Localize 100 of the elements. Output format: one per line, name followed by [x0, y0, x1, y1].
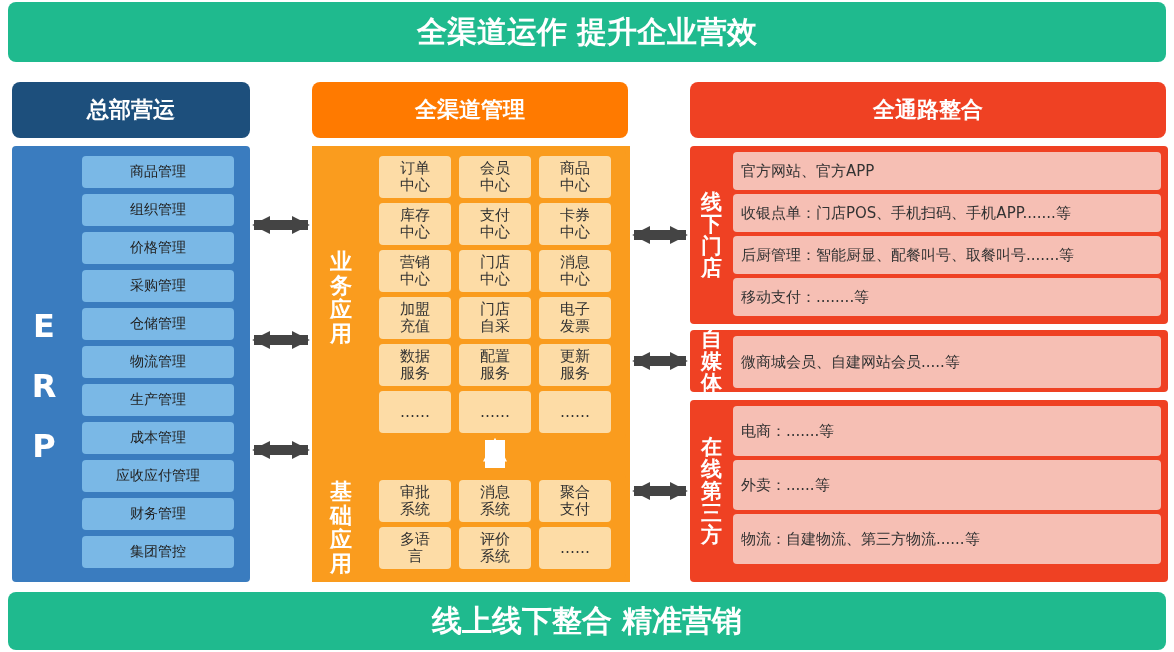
double-arrow [252, 216, 310, 234]
channel-group [690, 400, 1168, 582]
module-label: 移动支付：........等 [740, 286, 871, 308]
module-box [459, 527, 531, 569]
module-box [459, 250, 531, 292]
module-label: …… [559, 401, 591, 423]
module-label: 库存中心 [399, 205, 431, 243]
module-label: 门店自采 [479, 299, 511, 337]
column-panel [12, 146, 250, 582]
module-label: 仓储管理 [129, 314, 187, 333]
module-box [379, 480, 451, 522]
side-label: 自媒体 [699, 330, 723, 392]
module-label: 电子发票 [559, 299, 591, 337]
channel-row [733, 278, 1161, 316]
double-arrow [252, 441, 310, 459]
module-label: 物流：自建物流、第三方物流......等 [740, 528, 981, 550]
channel-row [733, 406, 1161, 456]
module-box [539, 344, 611, 386]
module-box [379, 527, 451, 569]
module-box [379, 297, 451, 339]
module-label: 订单中心 [399, 158, 431, 196]
column-title: 全通路整合 [872, 96, 984, 124]
module-label: 商品管理 [129, 162, 187, 181]
module-box [379, 203, 451, 245]
module-label: 电商：.......等 [740, 420, 836, 442]
channel-row [733, 514, 1161, 564]
module-box [539, 156, 611, 198]
module-box [539, 527, 611, 569]
module-label: …… [559, 537, 591, 559]
channel-row [733, 152, 1161, 190]
module-label: 收银点单：门店POS、手机扫码、手机APP.......等 [740, 202, 1072, 224]
module-box [539, 391, 611, 433]
title-banner: 全渠道运作 提升企业营效 [8, 2, 1166, 62]
module-label: 门店中心 [479, 252, 511, 290]
module-label: 商品中心 [559, 158, 591, 196]
module-box [459, 344, 531, 386]
module-label: 多语言 [399, 529, 431, 567]
module-box [82, 422, 234, 454]
channel-row [733, 460, 1161, 510]
module-box [539, 250, 611, 292]
double-arrow [632, 226, 688, 244]
module-label: 卡券中心 [559, 205, 591, 243]
module-label: 价格管理 [129, 238, 187, 257]
module-box [459, 156, 531, 198]
side-label: ERP [32, 306, 56, 467]
double-arrow [632, 352, 688, 370]
module-box [539, 480, 611, 522]
column-header [690, 82, 1166, 138]
module-label: 生产管理 [129, 390, 187, 409]
column-header [12, 82, 250, 138]
module-label: 支付中心 [479, 205, 511, 243]
module-label: …… [479, 401, 511, 423]
module-box [82, 308, 234, 340]
column-panel [312, 146, 630, 582]
module-label: 采购管理 [129, 276, 187, 295]
side-label: 在线第三方 [699, 434, 723, 549]
module-label: 消息系统 [479, 482, 511, 520]
module-label: 营销中心 [399, 252, 431, 290]
module-label: 微商城会员、自建网站会员.....等 [740, 351, 961, 373]
column-title: 总部营运 [85, 96, 176, 124]
module-label: 后厨管理：智能厨显、配餐叫号、取餐叫号.......等 [740, 244, 1076, 266]
module-label: 审批系统 [399, 482, 431, 520]
module-box [379, 250, 451, 292]
channel-group [690, 330, 1168, 392]
double-arrow [252, 331, 310, 349]
module-box [82, 536, 234, 568]
module-label: 配置服务 [479, 346, 511, 384]
module-box [459, 203, 531, 245]
module-label: 成本管理 [129, 428, 187, 447]
module-box [82, 156, 234, 188]
channel-row [733, 336, 1161, 388]
column-title: 全渠道管理 [414, 96, 526, 124]
module-box [82, 194, 234, 226]
side-label: 业务应用 [329, 250, 353, 346]
arrow [483, 437, 507, 468]
module-box [459, 391, 531, 433]
channel-row [733, 194, 1161, 232]
module-label: 会员中心 [479, 158, 511, 196]
module-box [82, 232, 234, 264]
module-label: 数据服务 [399, 346, 431, 384]
module-box [82, 498, 234, 530]
channel-row [733, 236, 1161, 274]
module-box [82, 384, 234, 416]
column-header [312, 82, 628, 138]
double-arrow [632, 482, 688, 500]
side-label: 线下门店 [699, 189, 723, 282]
module-label: 应收应付管理 [115, 466, 201, 485]
module-box [539, 297, 611, 339]
module-label: …… [399, 401, 431, 423]
caption-banner: 线上线下整合 精准营销 [8, 592, 1166, 650]
module-box [459, 480, 531, 522]
module-label: 组织管理 [129, 200, 187, 219]
module-label: 财务管理 [129, 504, 187, 523]
module-label: 物流管理 [129, 352, 187, 371]
module-label: 评价系统 [479, 529, 511, 567]
module-box [379, 156, 451, 198]
module-box [459, 297, 531, 339]
module-box [379, 344, 451, 386]
channel-group [690, 146, 1168, 324]
module-label: 聚合支付 [559, 482, 591, 520]
